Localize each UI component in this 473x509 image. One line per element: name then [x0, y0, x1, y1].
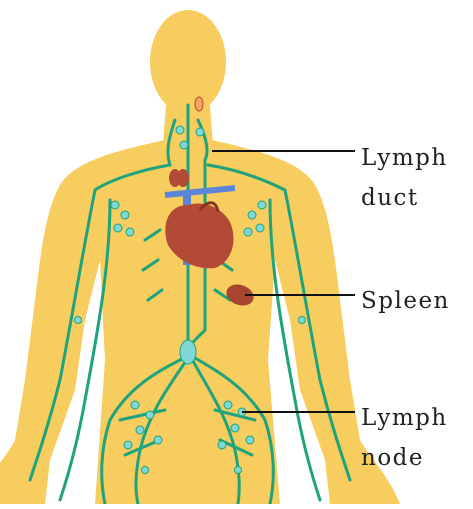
lymph-node-label: Lymph node: [361, 398, 448, 478]
lymph-node: [142, 467, 149, 474]
lymph-duct-label: Lymph duct: [361, 138, 448, 218]
lymph-duct-label-line2: duct: [361, 178, 448, 218]
lymph-node: [235, 467, 242, 474]
lymph-duct-label-line1: Lymph: [361, 138, 448, 178]
lymph-node: [248, 211, 256, 219]
lymph-node: [176, 126, 184, 134]
cisterna-chyli: [180, 340, 196, 364]
lymph-node: [299, 317, 306, 324]
lymph-node: [244, 228, 252, 236]
lymph-node: [111, 201, 119, 209]
lymph-node: [180, 141, 188, 149]
spleen-label-text: Spleen: [361, 281, 450, 321]
lymph-node: [146, 411, 154, 419]
spleen-label: Spleen: [361, 281, 450, 321]
lymph-node: [124, 441, 132, 449]
lymph-node: [246, 436, 254, 444]
lymph-node: [196, 128, 204, 136]
lymph-node-label-line2: node: [361, 438, 448, 478]
lymph-node: [256, 224, 264, 232]
lymph-node: [114, 224, 122, 232]
thymus-right: [177, 169, 189, 187]
lymph-node: [75, 317, 82, 324]
lymph-node: [131, 401, 139, 409]
lymph-node: [126, 228, 134, 236]
lymph-node: [224, 401, 232, 409]
lymph-node: [218, 441, 226, 449]
lymph-node: [136, 426, 144, 434]
lymph-node-label-line1: Lymph: [361, 398, 448, 438]
lymph-node: [121, 211, 129, 219]
tonsil: [195, 97, 203, 111]
head: [150, 10, 226, 114]
lymph-node: [154, 436, 162, 444]
lymph-node: [231, 424, 239, 432]
lymph-node: [258, 201, 266, 209]
